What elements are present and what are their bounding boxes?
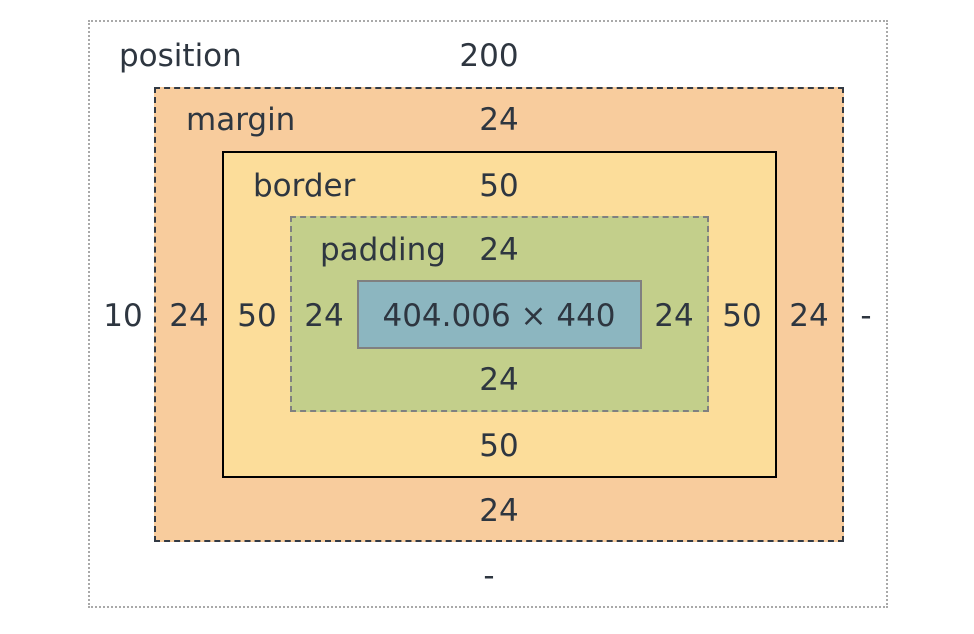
padding-label: padding [320, 232, 446, 268]
border-right-value[interactable]: 50 [722, 298, 762, 334]
position-right-value[interactable]: - [860, 298, 872, 334]
padding-bottom-value[interactable]: 24 [479, 362, 519, 398]
position-bottom-value[interactable]: - [483, 558, 495, 594]
margin-label: margin [186, 102, 296, 138]
padding-top-value[interactable]: 24 [479, 232, 519, 268]
margin-top-value[interactable]: 24 [479, 102, 519, 138]
content-size-value[interactable]: 404.006 × 440 [382, 298, 616, 334]
position-label: position [119, 38, 242, 74]
padding-left-value[interactable]: 24 [304, 298, 344, 334]
position-top-value[interactable]: 200 [459, 38, 519, 74]
margin-left-value[interactable]: 24 [169, 298, 209, 334]
border-bottom-value[interactable]: 50 [479, 428, 519, 464]
margin-bottom-value[interactable]: 24 [479, 493, 519, 529]
border-left-value[interactable]: 50 [237, 298, 277, 334]
border-top-value[interactable]: 50 [479, 168, 519, 204]
padding-right-value[interactable]: 24 [654, 298, 694, 334]
content-box[interactable] [357, 280, 642, 349]
margin-right-value[interactable]: 24 [789, 298, 829, 334]
border-label: border [253, 168, 356, 204]
position-left-value[interactable]: 10 [103, 298, 143, 334]
